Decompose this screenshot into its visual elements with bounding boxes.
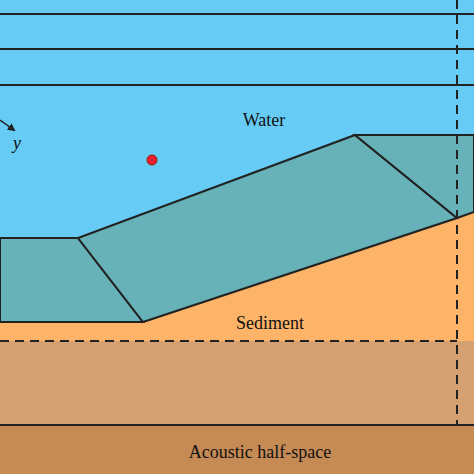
grid-line <box>0 84 474 86</box>
water-region <box>0 0 474 342</box>
grid-line <box>0 13 474 15</box>
slab-right <box>355 135 474 218</box>
source-dot <box>147 155 157 165</box>
axis-label: y <box>13 134 21 152</box>
region-label: Sediment <box>236 314 304 332</box>
axis-arrow <box>0 120 14 130</box>
interface-line <box>0 424 474 426</box>
half-space-region <box>0 425 474 474</box>
region-label: Acoustic half-space <box>189 443 331 461</box>
sediment-lower <box>0 341 474 426</box>
grid-line <box>0 48 474 50</box>
dashed-boundary <box>456 0 458 425</box>
region-label: Water <box>243 111 286 129</box>
dashed-interface <box>0 340 457 342</box>
